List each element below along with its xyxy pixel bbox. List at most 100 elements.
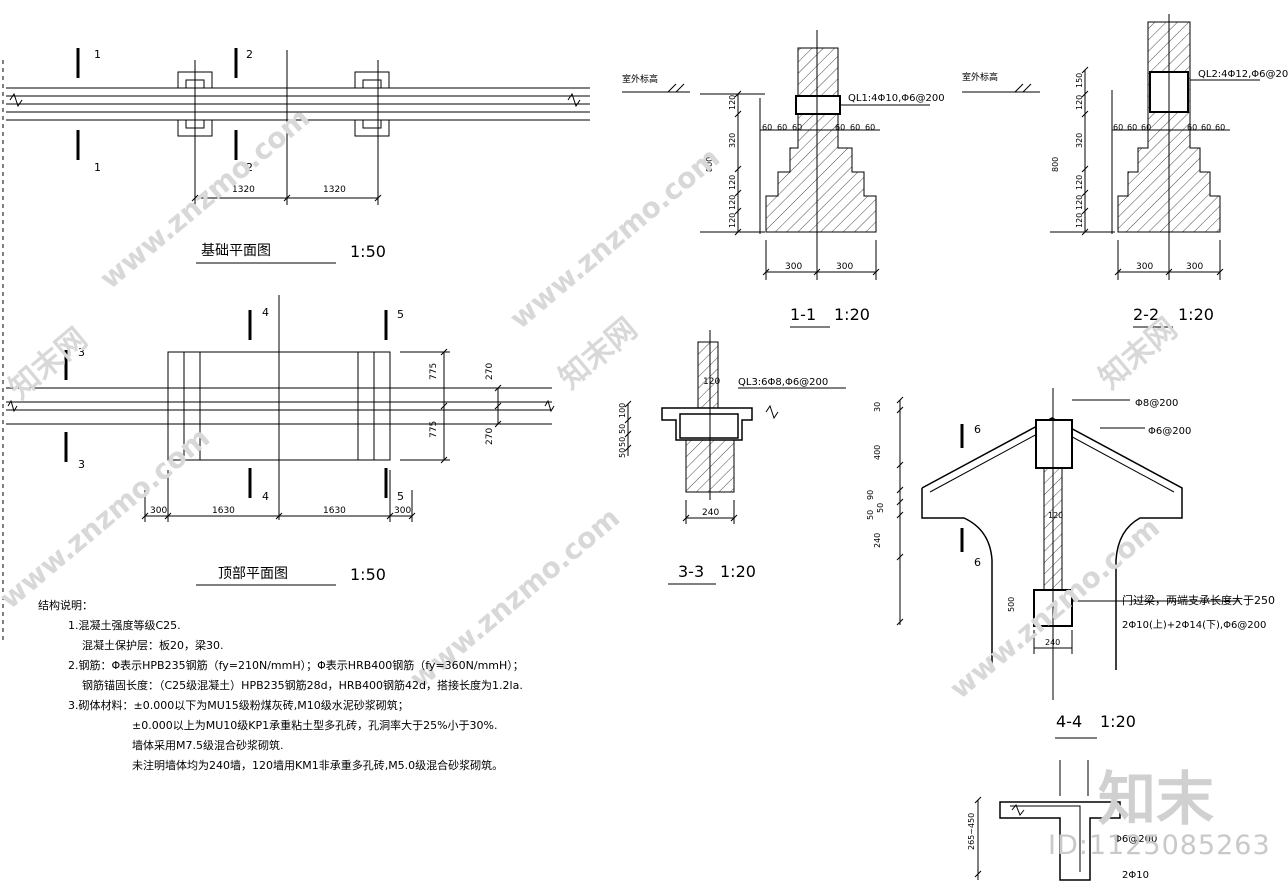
- note-3: 3.砌体材料：±0.000以下为MU15级粉煤灰砖,M10级水泥砂浆砌筑；: [68, 699, 409, 712]
- title-section-2-2: 2-2: [1133, 305, 1159, 324]
- dim-top-1630a: 1630: [212, 506, 235, 516]
- title-section-4-4: 4-4: [1056, 712, 1082, 731]
- dim-11-120b: 120: [728, 175, 737, 190]
- title-section-3-3: 3-3: [678, 562, 704, 581]
- note-2b: 钢筋锚固长度：（C25级混凝土）HPB235钢筋28d，HRB400钢筋42d，…: [82, 679, 523, 692]
- watermark-site-3: www.znzmo.com: [0, 421, 216, 615]
- dim-44-120: 120: [1048, 511, 1063, 520]
- section-mark-1b: 1: [94, 161, 101, 174]
- note-3d: 未注明墙体均为240墙，120墙用KM1非承重多孔砖,M5.0级混合砂浆砌筑。: [132, 759, 504, 772]
- lintel-note: 门过梁，两端支承长度大于250: [1122, 593, 1275, 607]
- dim-11-320: 320: [728, 133, 737, 148]
- off-11-a: 60: [762, 123, 772, 132]
- beam-ql3: QL3:6Φ8,Φ6@200: [738, 377, 828, 388]
- section-mark-1a: 1: [94, 48, 101, 61]
- section-4-4: [896, 388, 1240, 739]
- note-1: 1.混凝土强度等级C25.: [68, 619, 181, 632]
- dim-top-775b: 775: [429, 421, 439, 438]
- detail-bar1: Φ6@200: [1114, 834, 1157, 845]
- off-11-d: 60: [835, 123, 845, 132]
- section-2-2: [962, 14, 1260, 328]
- dim-33-50c: 50: [618, 448, 627, 458]
- section-mark-5b: 5: [397, 490, 404, 503]
- dim-22-120d: 120: [1075, 213, 1084, 228]
- dim-11-120d: 120: [728, 213, 737, 228]
- dim-44-50a: 50: [866, 510, 875, 520]
- note-1b: 混凝土保护层：板20，梁30.: [82, 639, 224, 652]
- off-22-e: 60: [1201, 123, 1211, 132]
- dim-top-775a: 775: [429, 363, 439, 380]
- scale-top-plan: 1:50: [350, 565, 386, 584]
- dim-detail-265-450: 265~450: [967, 813, 976, 850]
- scale-section-4-4: 1:20: [1100, 712, 1136, 731]
- off-11-b: 60: [777, 123, 787, 132]
- bar-phi6: Φ6@200: [1148, 426, 1191, 437]
- dim-44-240: 240: [873, 533, 882, 548]
- title-top-plan: 顶部平面图: [218, 566, 288, 582]
- lintel-bars: 2Φ10(上)+2Φ14(下),Φ6@200: [1122, 619, 1266, 631]
- dim-1320-b: 1320: [323, 185, 346, 195]
- foundation-plan: [6, 48, 590, 264]
- section-mark-4a: 4: [262, 306, 269, 319]
- section-mark-4b: 4: [262, 490, 269, 503]
- watermark-brand-3: 知末网: [1093, 311, 1184, 396]
- section-mark-2b: 2: [246, 161, 253, 174]
- dim-33-50b: 50: [618, 437, 627, 447]
- section-mark-6b: 6: [974, 556, 981, 569]
- dim-22-300b: 300: [1186, 262, 1203, 272]
- dim-44-30: 30: [873, 402, 882, 412]
- ground-level-2: 室外标高: [962, 71, 998, 83]
- dim-44-50b: 50: [876, 503, 885, 513]
- dim-22-300a: 300: [1136, 262, 1153, 272]
- note-3c: 墙体采用M7.5级混合砂浆砌筑.: [132, 739, 284, 752]
- dim-11-800: 800: [705, 157, 714, 172]
- scale-section-3-3: 1:20: [720, 562, 756, 581]
- watermark-site-2: www.znzmo.com: [503, 141, 726, 335]
- title-section-1-1: 1-1: [790, 305, 816, 324]
- watermark-id: ID:1125085263: [1048, 830, 1271, 861]
- watermark-brand-2: 知末网: [553, 311, 644, 396]
- dim-44-90: 90: [866, 490, 875, 500]
- dim-11-300a: 300: [785, 262, 802, 272]
- dim-22-120b: 120: [1075, 175, 1084, 190]
- dim-44-500: 500: [1007, 597, 1016, 612]
- beam-ql1: QL1:4Φ10,Φ6@200: [848, 93, 945, 104]
- detail-bar2: 2Φ10: [1122, 870, 1149, 881]
- section-mark-3b: 3: [78, 458, 85, 471]
- section-mark-2a: 2: [246, 48, 253, 61]
- dim-44-240b: 240: [1045, 638, 1060, 647]
- section-1-1: [622, 30, 930, 328]
- off-22-d: 60: [1187, 123, 1197, 132]
- dim-1320-a: 1320: [232, 185, 255, 195]
- dim-top-300a: 300: [150, 506, 167, 516]
- watermark-brand-1: 知末网: [3, 321, 94, 406]
- dim-11-300b: 300: [836, 262, 853, 272]
- section-mark-6a: 6: [974, 423, 981, 436]
- beam-ql2: QL2:4Φ12,Φ6@200: [1198, 69, 1288, 80]
- dim-top-1630b: 1630: [323, 506, 346, 516]
- off-22-f: 60: [1215, 123, 1225, 132]
- scale-section-2-2: 1:20: [1178, 305, 1214, 324]
- off-11-c: 60: [792, 123, 802, 132]
- off-22-a: 60: [1113, 123, 1123, 132]
- note-2: 2.钢筋：Φ表示HPB235钢筋（fy=210N/mmH）；Φ表示HRB400钢…: [68, 659, 524, 672]
- dim-top-270a: 270: [485, 363, 495, 380]
- detail-bottom: [974, 760, 1121, 881]
- dim-33-100: 100: [618, 403, 627, 418]
- dim-22-150: 150: [1075, 73, 1084, 88]
- dim-22-320: 320: [1075, 133, 1084, 148]
- section-3-3: [624, 330, 846, 585]
- dim-33-50a: 50: [618, 424, 627, 434]
- dim-11-120c: 120: [728, 195, 737, 210]
- dim-22-800: 800: [1051, 157, 1060, 172]
- dim-33-240: 240: [702, 508, 719, 518]
- title-foundation-plan: 基础平面图: [201, 242, 271, 259]
- section-mark-3a: 3: [78, 346, 85, 359]
- watermark-brand-large: 知末: [1098, 765, 1215, 833]
- dim-33-120: 120: [703, 377, 720, 387]
- ground-level-1: 室外标高: [622, 73, 658, 85]
- scale-foundation-plan: 1:50: [350, 242, 386, 261]
- dim-22-120c: 120: [1075, 195, 1084, 210]
